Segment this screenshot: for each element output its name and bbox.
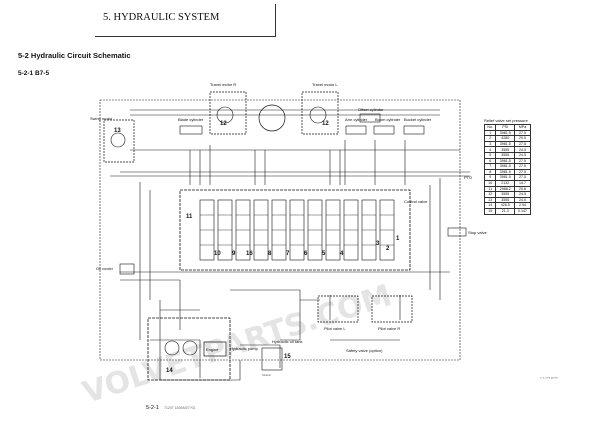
hydraulic-oil-tank: Hydraulic oil tank 15 Strainer <box>261 339 302 377</box>
document-code: 71207 1839A/07?01 <box>164 406 196 410</box>
boom-cylinder-symbol <box>373 125 395 135</box>
bucket-cylinder-symbol <box>403 125 425 135</box>
travel-motor-l: Travel motor L 12 <box>301 82 338 135</box>
svg-text:12: 12 <box>322 121 329 127</box>
section-title: 5-2 Hydraulic Circuit Schematic <box>18 51 131 60</box>
subsection-title: 5-2-1 B7-5 <box>18 70 50 77</box>
svg-text:7: 7 <box>286 251 290 257</box>
svg-text:14: 14 <box>166 368 173 374</box>
svg-text:16: 16 <box>246 251 253 257</box>
watermark: VOLVETPARTS.COM <box>79 278 396 411</box>
swing-motor: Swing motor 13 <box>90 116 135 163</box>
table-cell: 0.147 <box>514 207 531 215</box>
boom-cylinder-label: Boom cylinder <box>375 117 401 122</box>
offset-cylinder-symbol <box>359 113 381 123</box>
control-valve-block <box>179 189 411 271</box>
pilot-valves: Pilot valve L Pilot valve R Safety valve… <box>317 295 413 353</box>
table-cell: 21.3 <box>495 207 516 215</box>
oil-cooler: Oil cooler <box>96 263 135 275</box>
svg-text:15: 15 <box>284 354 291 360</box>
svg-text:8: 8 <box>268 251 272 257</box>
stop-valve-label: Stop valve <box>468 230 487 235</box>
arm-cylinder-label: Arm cylinder <box>345 117 368 122</box>
cylinders <box>179 113 425 135</box>
svg-text:Safety valve (option): Safety valve (option) <box>346 348 383 353</box>
svg-text:Travel motor R: Travel motor R <box>210 82 236 87</box>
svg-text:3: 3 <box>376 241 380 247</box>
pump-assembly: Engine Hydraulic pump 14 <box>147 317 259 381</box>
table-cell: 15 <box>483 207 497 215</box>
watermark-text: VOLVETPARTS.COM <box>79 278 396 411</box>
svg-text:Strainer: Strainer <box>262 373 271 377</box>
pto-label: PTO <box>464 175 472 180</box>
svg-text:Swing motor: Swing motor <box>90 116 113 121</box>
svg-text:12: 12 <box>220 121 227 127</box>
control-valve-label: Control valve <box>404 199 428 204</box>
svg-text:Oil cooler: Oil cooler <box>96 266 114 271</box>
relief-table-caption: Relief valve set pressure <box>484 118 528 123</box>
swivel-joint-symbol <box>258 104 286 132</box>
chapter-title: 5. HYDRAULIC SYSTEM <box>103 12 220 23</box>
svg-text:Pilot valve L: Pilot valve L <box>324 326 346 331</box>
svg-text:Travel motor L: Travel motor L <box>312 82 338 87</box>
svg-text:10: 10 <box>214 251 221 257</box>
svg-text:1: 1 <box>396 236 400 242</box>
svg-text:Pilot valve R: Pilot valve R <box>378 326 400 331</box>
blade-cylinder-label: Blade cylinder <box>178 117 204 122</box>
bucket-cylinder-label: Bucket cylinder <box>404 117 432 122</box>
circuit-lines <box>99 99 470 381</box>
travel-motor-r: Travel motor R 12 <box>209 82 247 135</box>
svg-text:9: 9 <box>232 251 236 257</box>
stop-valve-symbol <box>447 227 467 237</box>
svg-text:Engine: Engine <box>206 347 219 352</box>
corner-note: 7.7-??? 8??? <box>540 376 558 380</box>
svg-text:4: 4 <box>340 251 344 257</box>
page-number: 5-2-1 <box>146 405 159 411</box>
svg-text:13: 13 <box>114 128 121 134</box>
svg-text:Hydraulic pump: Hydraulic pump <box>230 346 259 351</box>
offset-cylinder-label: Offset cylinder <box>358 107 384 112</box>
svg-text:6: 6 <box>304 251 308 257</box>
blade-cylinder-symbol <box>179 125 203 135</box>
svg-text:2: 2 <box>386 246 390 252</box>
svg-text:Hydraulic oil tank: Hydraulic oil tank <box>272 339 302 344</box>
svg-text:11: 11 <box>186 214 193 220</box>
arm-cylinder-symbol <box>345 125 367 135</box>
header-box <box>95 4 276 37</box>
svg-text:5: 5 <box>322 251 326 257</box>
